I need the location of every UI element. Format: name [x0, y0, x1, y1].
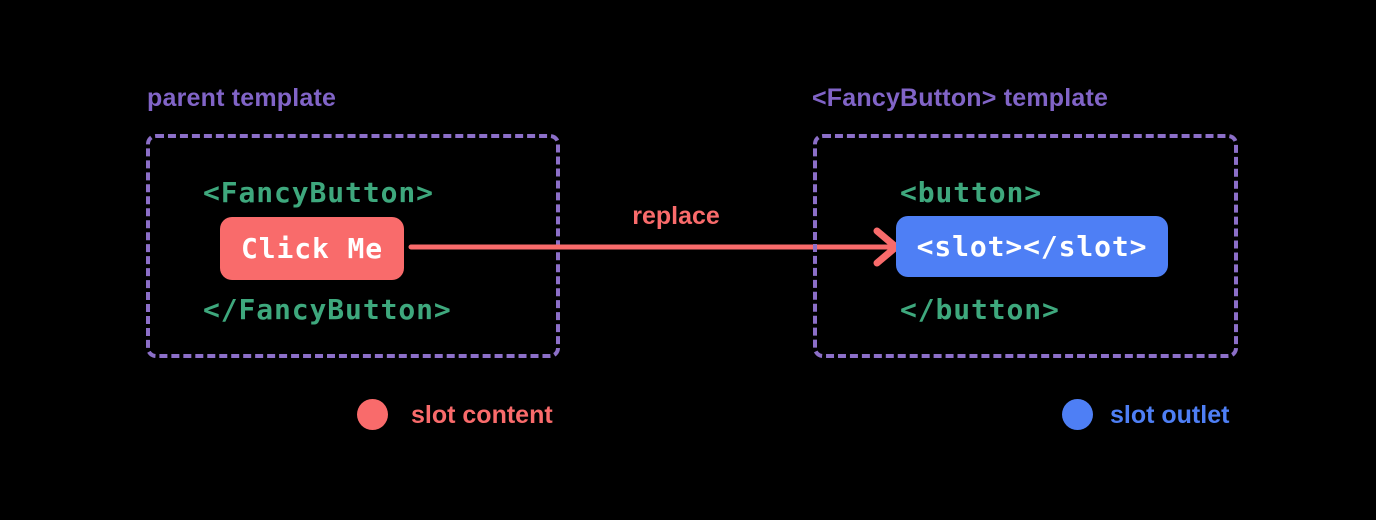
replace-label: replace	[632, 202, 720, 230]
fancybutton-template-title: <FancyButton> template	[812, 84, 1109, 112]
button-close-tag: </button>	[900, 293, 1060, 326]
fancybutton-open-tag: <FancyButton>	[203, 176, 434, 209]
slot-outlet-legend-label: slot outlet	[1110, 401, 1230, 429]
fancybutton-template-box	[813, 134, 1238, 358]
button-open-tag: <button>	[900, 176, 1043, 209]
blue-circle-icon	[1062, 399, 1093, 430]
slot-content-legend-label: slot content	[411, 401, 553, 429]
click-me-button: Click Me	[220, 217, 404, 280]
parent-template-title: parent template	[147, 84, 337, 112]
red-circle-icon	[357, 399, 388, 430]
fancybutton-close-tag: </FancyButton>	[203, 293, 452, 326]
slot-outlet-box: <slot></slot>	[896, 216, 1168, 277]
